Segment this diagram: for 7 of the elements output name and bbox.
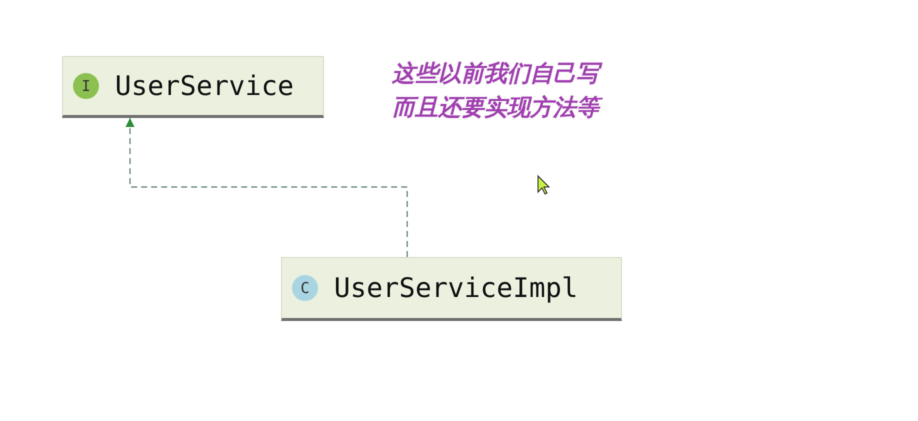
type-badge: I [73, 73, 99, 99]
type-badge: C [292, 275, 318, 301]
dashed-arrow [126, 118, 408, 257]
class-box [281, 257, 622, 321]
class-box [62, 56, 324, 118]
class-name: UserServiceImpl [334, 272, 578, 304]
class-name: UserService [115, 70, 294, 102]
